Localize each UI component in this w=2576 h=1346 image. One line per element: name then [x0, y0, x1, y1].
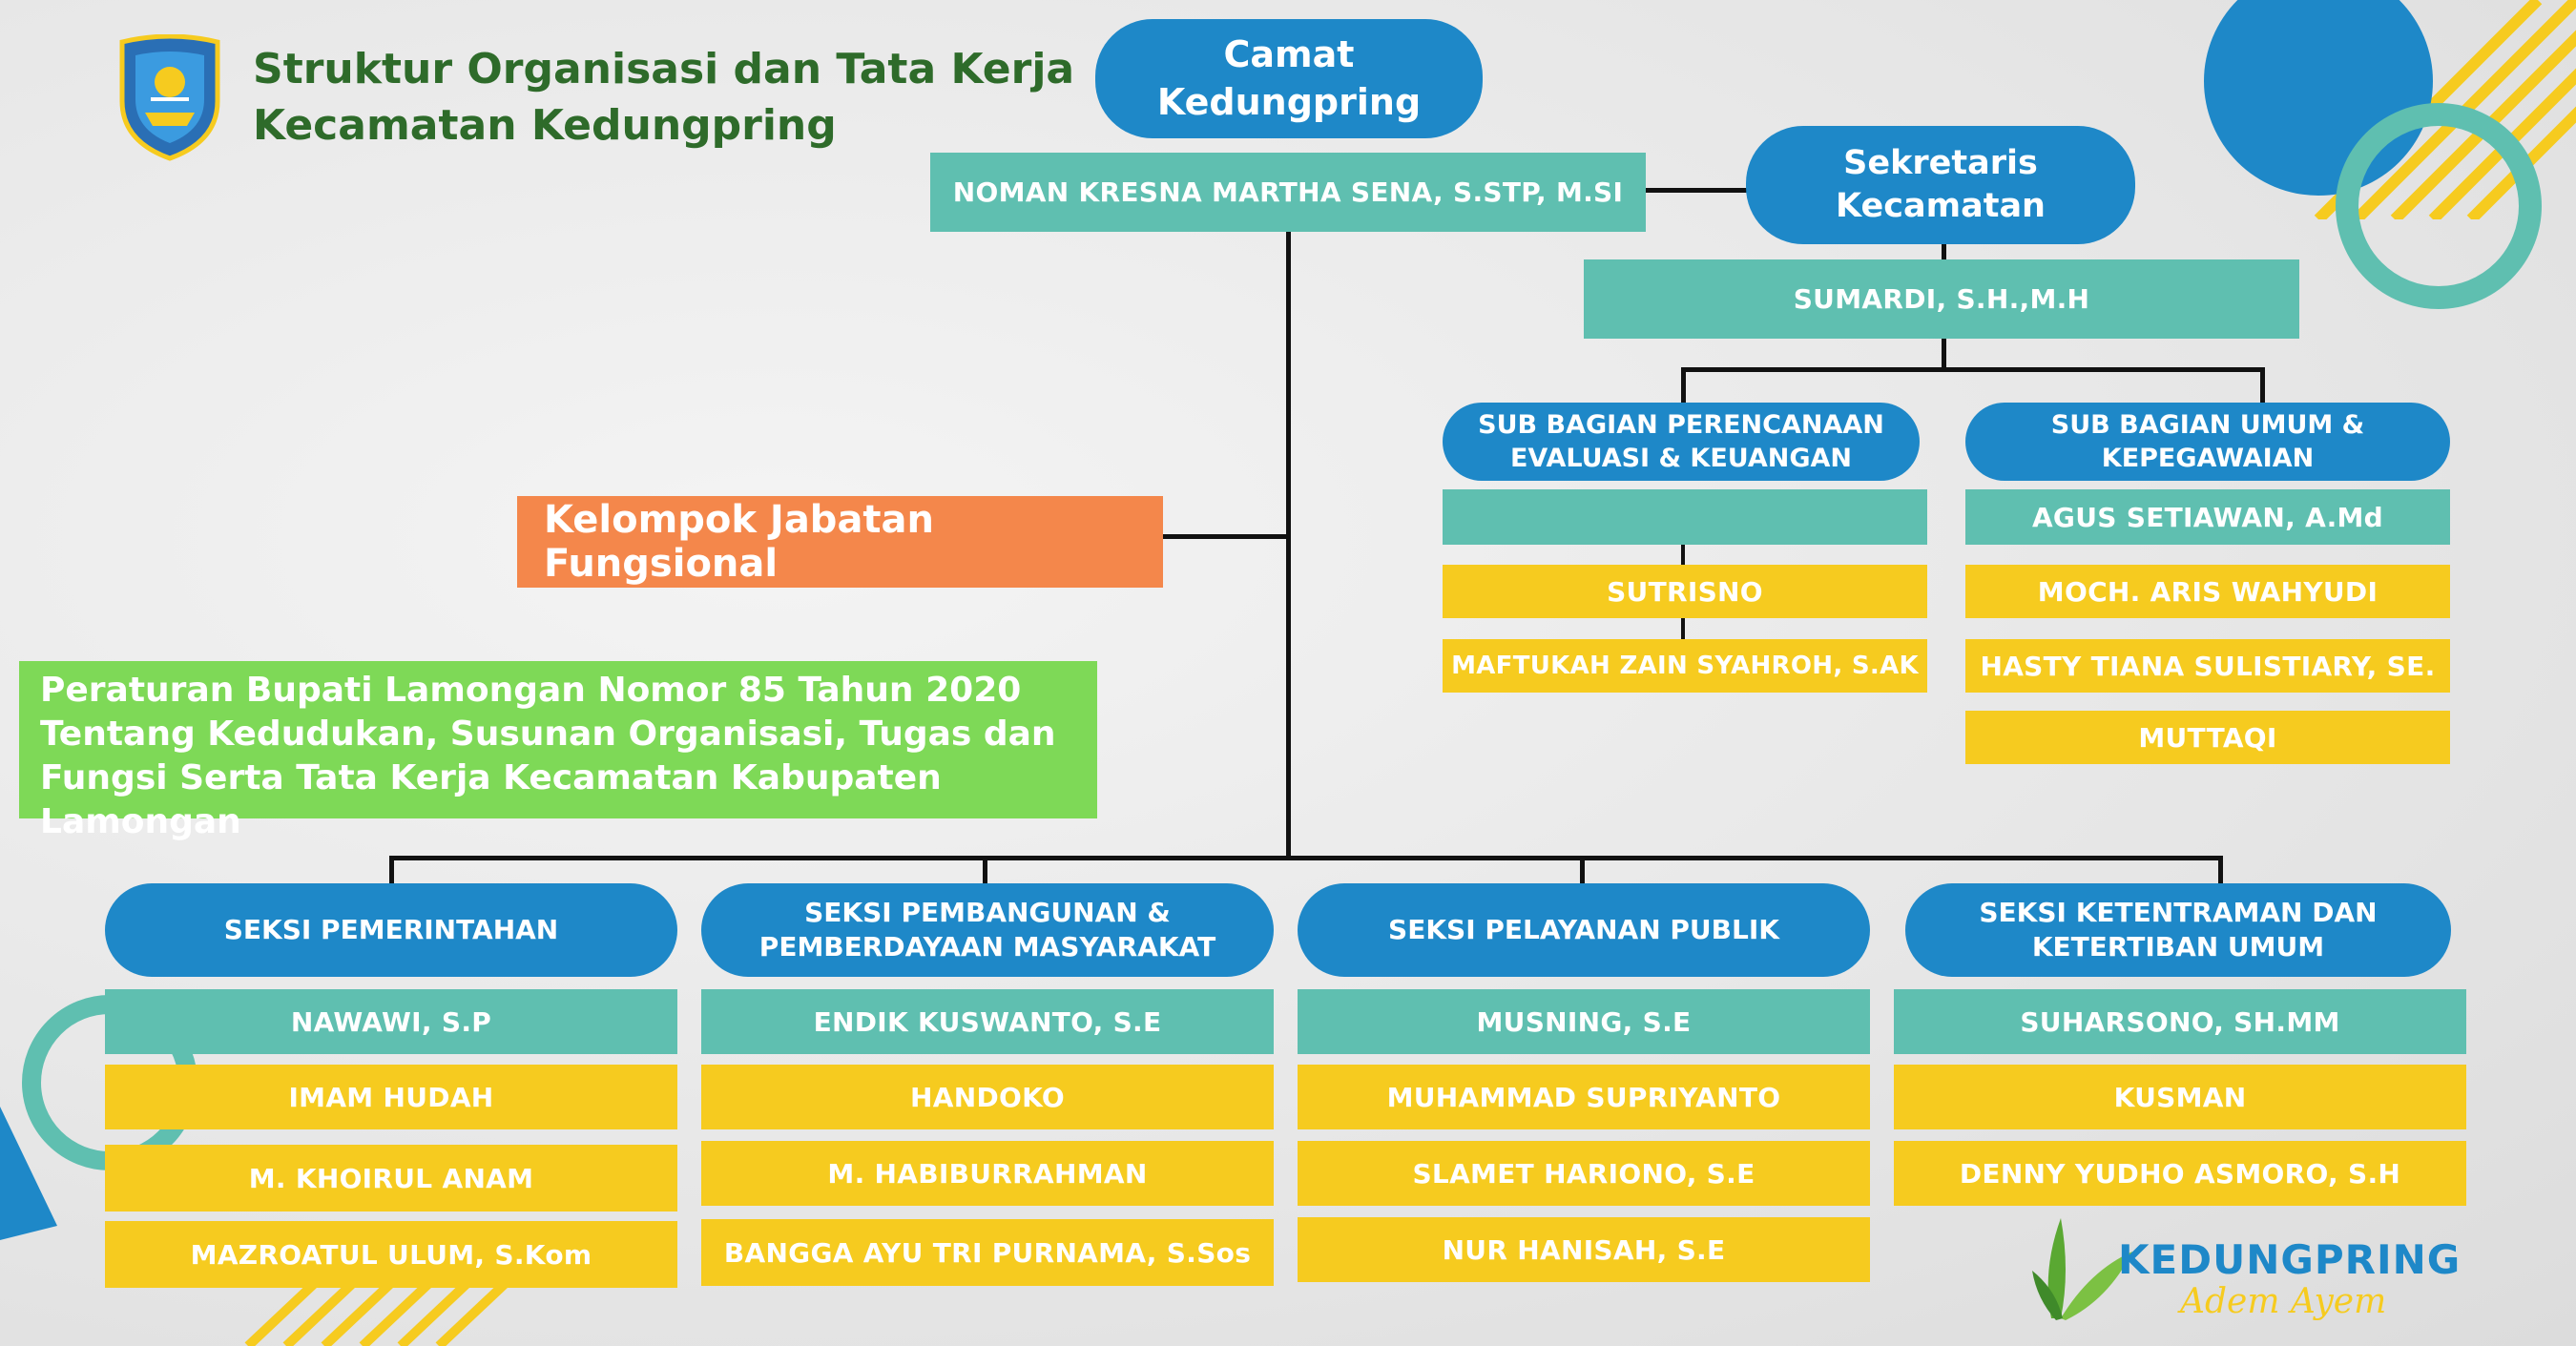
brand-name: KEDUNGPRING [2118, 1236, 2462, 1283]
sekretaris-name-bar: SUMARDI, S.H.,M.H [1584, 259, 2299, 339]
connector-subbag-2 [2260, 367, 2265, 405]
connector-camat-sekretaris [1646, 188, 1755, 193]
subbag-perencanaan-title: SUB BAGIAN PERENCANAAN EVALUASI & KEUANG… [1443, 403, 1920, 481]
page-title: Struktur Organisasi dan Tata Kerja Kecam… [253, 42, 1074, 154]
connector-subbag-1-staff [1681, 534, 1685, 582]
connector-fungsional [1162, 534, 1288, 539]
subbag-umum-staff-2: HASTY TIANA SULISTIARY, SE. [1965, 639, 2450, 693]
seksi-pelayanan-title: SEKSI PELAYANAN PUBLIK [1298, 883, 1870, 977]
connector-seksi-bus [389, 856, 2223, 860]
connector-subbag-1-staff-2 [1681, 611, 1685, 644]
seksi-ketentraman-head: SUHARSONO, SH.MM [1894, 989, 2466, 1054]
brand-tagline: Adem Ayem [2180, 1282, 2387, 1321]
stripes-bottom-left [244, 1279, 509, 1346]
seksi-pembangunan-staff-1: HANDOKO [701, 1065, 1274, 1129]
seksi-pemerintahan-staff-2: M. KHOIRUL ANAM [105, 1145, 677, 1211]
connector-seksi-4 [2218, 856, 2223, 884]
bamboo-leaf-icon [2032, 1218, 2132, 1320]
connector-seksi-1 [389, 856, 394, 884]
seksi-ketentraman-staff-2: DENNY YUDHO ASMORO, S.H [1894, 1141, 2466, 1206]
connector-camat-trunk [1286, 229, 1291, 860]
seksi-pemerintahan-staff-1: IMAM HUDAH [105, 1065, 677, 1129]
camat-name-bar: NOMAN KRESNA MARTHA SENA, S.STP, M.SI [930, 153, 1646, 232]
subbag-perencanaan-staff-1: SUTRISNO [1443, 565, 1927, 618]
connector-seksi-2 [983, 856, 987, 884]
fungsional-box: Kelompok Jabatan Fungsional [517, 496, 1163, 588]
blue-triangle-bottom-left [0, 1107, 57, 1240]
lamongan-emblem-logo [119, 34, 220, 161]
seksi-ketentraman-staff-1: KUSMAN [1894, 1065, 2466, 1129]
seksi-pemerintahan-head: NAWAWI, S.P [105, 989, 677, 1054]
blue-circle-top-right [2204, 0, 2433, 196]
seksi-pelayanan-staff-3: NUR HANISAH, S.E [1298, 1217, 1870, 1282]
seksi-ketentraman-title: SEKSI KETENTRAMAN DAN KETERTIBAN UMUM [1905, 883, 2451, 977]
seksi-pelayanan-head: MUSNING, S.E [1298, 989, 1870, 1054]
subbag-perencanaan-staff-2: MAFTUKAH ZAIN SYAHROH, S.AK [1443, 639, 1927, 693]
subbag-perencanaan-head [1443, 489, 1927, 545]
camat-title-box: Camat Kedungpring [1095, 19, 1483, 138]
subbag-umum-head: AGUS SETIAWAN, A.Md [1965, 489, 2450, 545]
seksi-pembangunan-head: ENDIK KUSWANTO, S.E [701, 989, 1274, 1054]
seksi-pelayanan-staff-1: MUHAMMAD SUPRIYANTO [1298, 1065, 1870, 1129]
seksi-pembangunan-title: SEKSI PEMBANGUNAN & PEMBERDAYAAN MASYARA… [701, 883, 1274, 977]
connector-seksi-3 [1580, 856, 1585, 884]
seksi-pemerintahan-staff-3: MAZROATUL ULUM, S.Kom [105, 1221, 677, 1288]
seksi-pemerintahan-title: SEKSI PEMERINTAHAN [105, 883, 677, 977]
seksi-pembangunan-staff-2: M. HABIBURRAHMAN [701, 1141, 1274, 1206]
sekretaris-title-box: Sekretaris Kecamatan [1746, 126, 2135, 244]
seksi-pelayanan-staff-2: SLAMET HARIONO, S.E [1298, 1141, 1870, 1206]
page-title-line1: Struktur Organisasi dan Tata Kerja [253, 45, 1075, 93]
teal-ring-top-right [2336, 103, 2542, 309]
page-title-line2: Kecamatan Kedungpring [253, 100, 837, 150]
subbag-umum-title: SUB BAGIAN UMUM & KEPEGAWAIAN [1965, 403, 2450, 481]
subbag-umum-staff-3: MUTTAQI [1965, 711, 2450, 764]
connector-subbag-1 [1681, 367, 1686, 405]
regulation-box: Peraturan Bupati Lamongan Nomor 85 Tahun… [19, 661, 1097, 841]
seksi-pembangunan-staff-3: BANGGA AYU TRI PURNAMA, S.Sos [701, 1219, 1274, 1286]
connector-subbag-bus [1681, 367, 2265, 372]
subbag-umum-staff-1: MOCH. ARIS WAHYUDI [1965, 565, 2450, 618]
